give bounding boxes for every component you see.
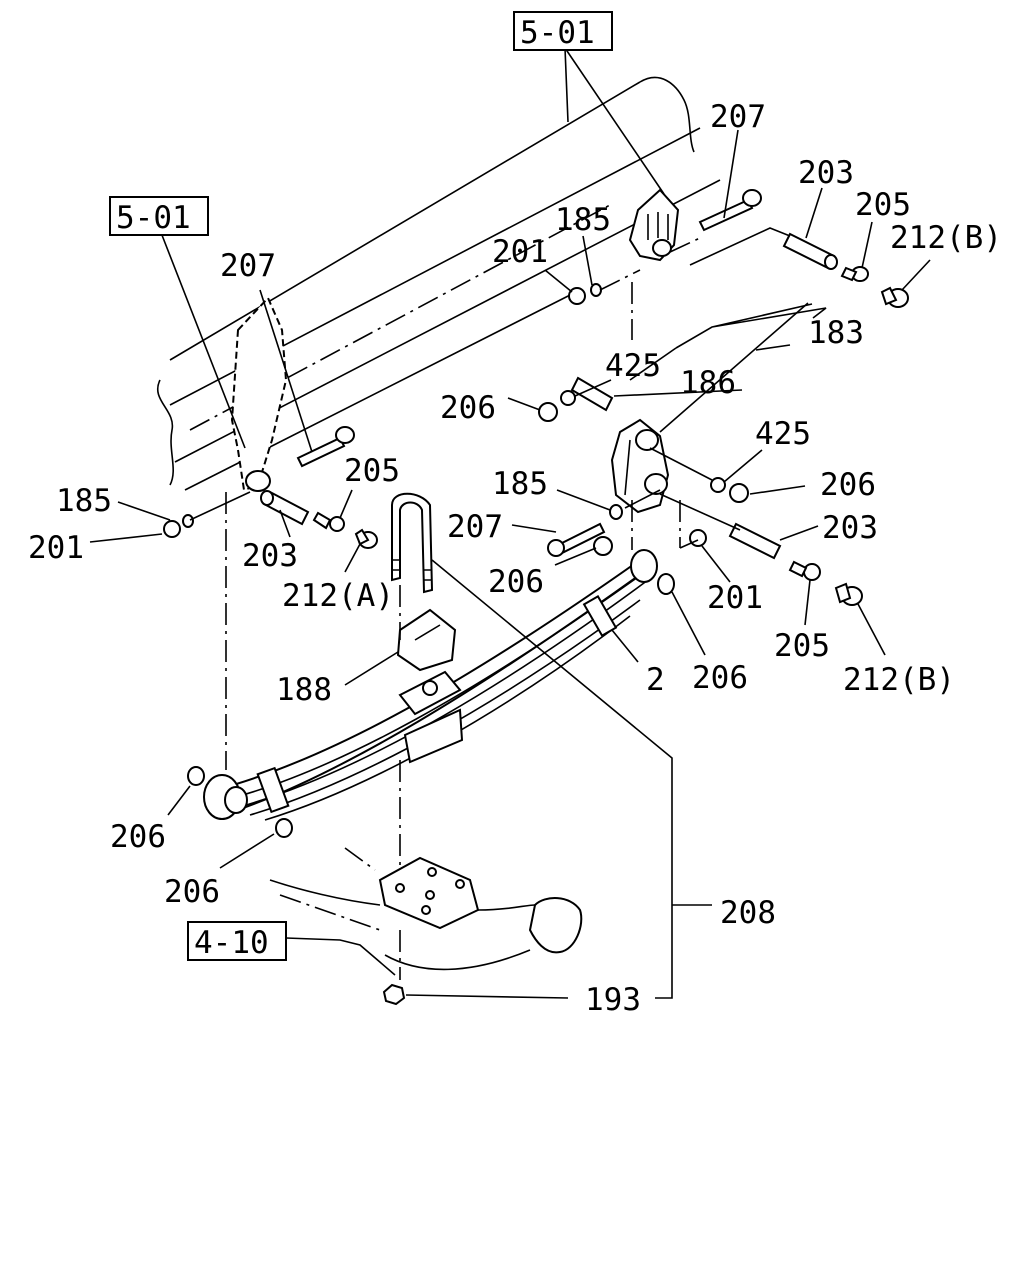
- part-label: 425: [755, 416, 811, 452]
- part-label: 425: [605, 348, 661, 384]
- axle-seat: [269, 847, 583, 971]
- part-label: 185: [56, 483, 112, 519]
- part-label: 203: [242, 538, 298, 574]
- fasteners: [163, 189, 909, 1006]
- part-label: 212(B): [890, 220, 1002, 256]
- ref-label: 5-01: [116, 200, 191, 236]
- part-label: 207: [447, 509, 503, 545]
- labels: 5-01 5-01 4-10 207 203 205 212(B) 185 20…: [28, 15, 1002, 1018]
- part-label: 206: [488, 564, 544, 600]
- shackle: [610, 418, 670, 514]
- part-label: 208: [720, 895, 776, 931]
- part-label: 205: [855, 187, 911, 223]
- part-label: 203: [798, 155, 854, 191]
- bump-stopper: [396, 608, 457, 672]
- reference-boxes: [109, 11, 613, 961]
- part-label: 205: [774, 628, 830, 664]
- front-hanger-bracket: [230, 296, 288, 492]
- ref-label: 5-01: [520, 15, 595, 51]
- part-label: 183: [808, 315, 864, 351]
- part-label: 193: [585, 982, 641, 1018]
- part-label: 201: [492, 234, 548, 270]
- part-label: 2: [646, 662, 665, 698]
- part-label: 207: [710, 99, 766, 135]
- part-label: 212(B): [843, 662, 955, 698]
- part-label: 212(A): [282, 578, 394, 614]
- ref-box-4-10: [187, 921, 287, 961]
- part-label: 185: [555, 202, 611, 238]
- part-label: 203: [822, 510, 878, 546]
- u-bolt: [391, 492, 434, 594]
- part-label: 205: [344, 453, 400, 489]
- part-label: 186: [680, 365, 736, 401]
- rear-hanger-bracket: [628, 188, 680, 262]
- part-label: 201: [707, 580, 763, 616]
- centerlines: [189, 227, 791, 980]
- ref-box-5-01-left: [109, 196, 209, 236]
- part-label: 185: [492, 466, 548, 502]
- part-label: 206: [440, 390, 496, 426]
- leaf-spring: [203, 549, 658, 821]
- ref-box-5-01-top: [513, 11, 613, 51]
- part-label: 206: [692, 660, 748, 696]
- part-label: 207: [220, 248, 276, 284]
- part-label: 188: [276, 672, 332, 708]
- part-label: 201: [28, 530, 84, 566]
- ref-label: 4-10: [194, 925, 269, 961]
- part-label: 206: [110, 819, 166, 855]
- part-label: 206: [164, 874, 220, 910]
- part-label: 206: [820, 467, 876, 503]
- leader-lines: [89, 47, 931, 999]
